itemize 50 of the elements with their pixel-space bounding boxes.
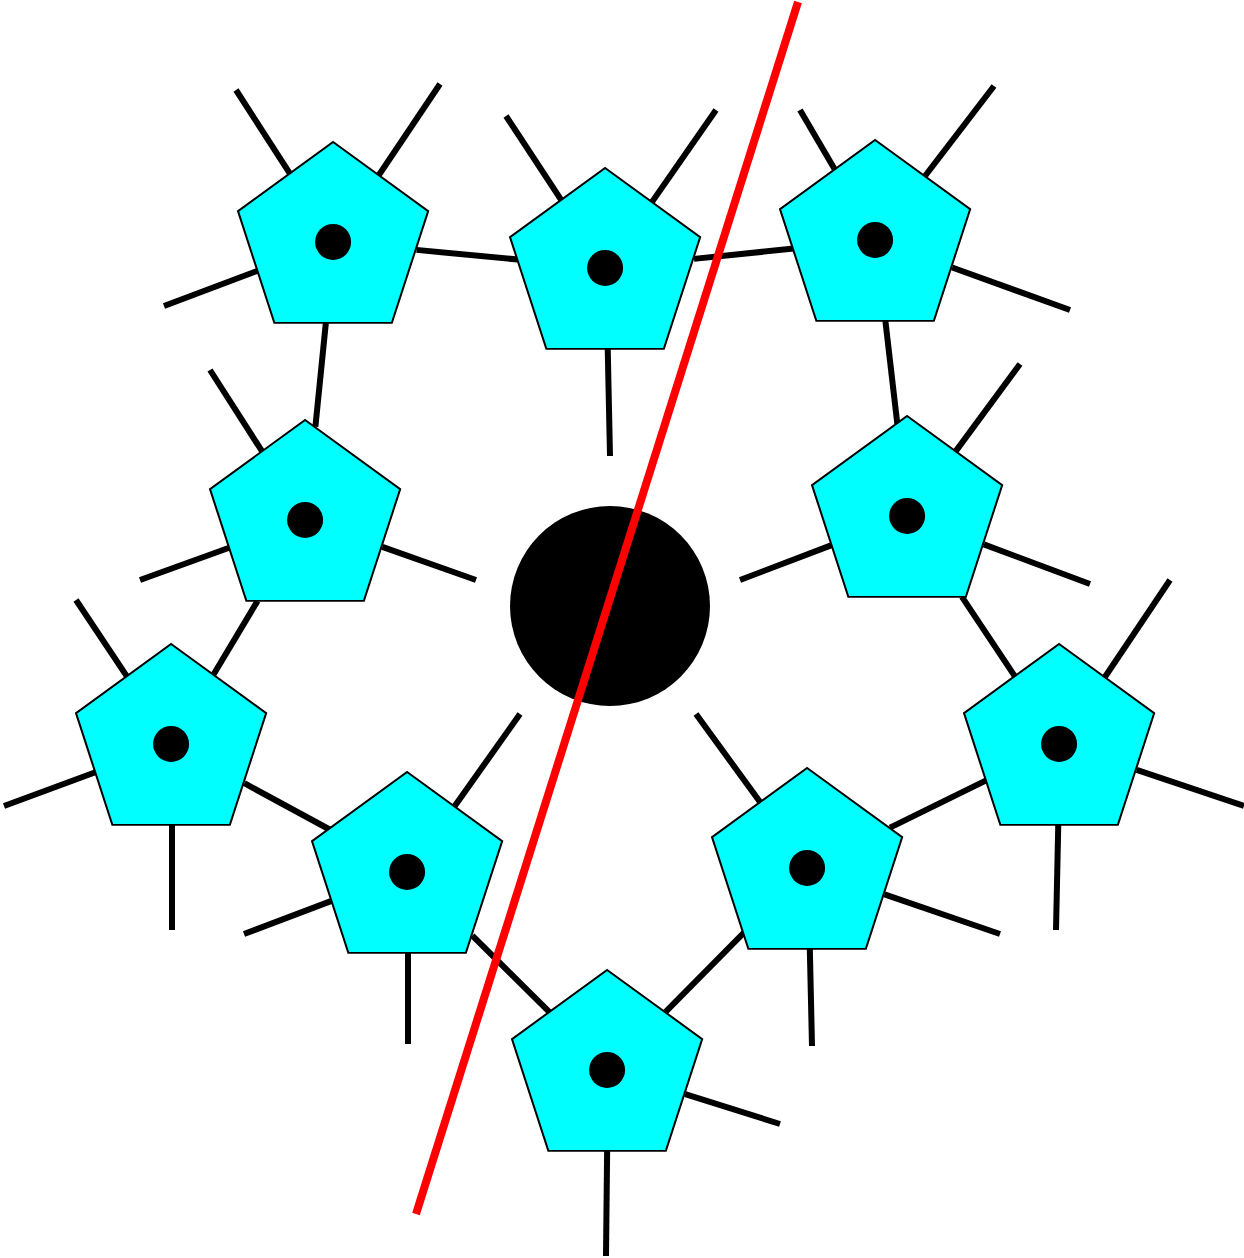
stub-line <box>1135 767 1244 809</box>
stub-line <box>381 544 477 583</box>
stub-line <box>233 88 293 176</box>
stub-line <box>2 769 98 809</box>
stub-line <box>693 712 763 805</box>
connector-line <box>312 322 329 428</box>
stub-line <box>953 362 1023 453</box>
stub-line <box>503 114 564 202</box>
stub-line <box>169 824 175 930</box>
stub-line <box>883 891 1001 937</box>
stub-line <box>806 948 815 1047</box>
pentagon-node <box>780 140 972 321</box>
pentagon-node <box>210 420 402 601</box>
stub-line <box>452 712 523 808</box>
stub-line <box>738 542 834 583</box>
connector-line <box>693 245 795 262</box>
stub-line <box>603 1150 611 1257</box>
pentagon-node <box>76 644 268 825</box>
connector-line <box>663 930 747 1014</box>
stub-line <box>922 84 997 178</box>
pentagon-node <box>812 416 1004 597</box>
stub-line <box>405 952 411 1044</box>
stub-line <box>1102 578 1173 679</box>
stub-line <box>604 348 613 457</box>
stub-line <box>376 82 443 177</box>
stub-line <box>73 598 130 679</box>
pentagon-node <box>510 168 702 349</box>
stub-line <box>138 544 231 583</box>
connector-line <box>211 599 261 676</box>
connector-line <box>416 246 519 263</box>
pentagon-node <box>712 768 904 949</box>
connector-line <box>470 933 552 1015</box>
circle-node <box>510 506 710 706</box>
pentagon-node <box>238 142 430 323</box>
stub-line <box>649 108 719 204</box>
stub-line <box>242 897 334 937</box>
stub-line <box>1053 824 1062 931</box>
connector-line <box>888 777 988 831</box>
connector-line <box>242 780 331 832</box>
pentagon-node <box>512 970 704 1151</box>
pentagon-node <box>964 644 1156 825</box>
stub-line <box>162 267 260 309</box>
stub-line <box>207 368 265 454</box>
stub-line <box>982 541 1092 587</box>
pentagon-node <box>312 772 504 953</box>
stub-line <box>951 264 1071 313</box>
connector-line <box>882 320 901 425</box>
stub-line <box>797 108 838 172</box>
connector-line <box>959 595 1018 679</box>
stub-line <box>684 1091 781 1127</box>
